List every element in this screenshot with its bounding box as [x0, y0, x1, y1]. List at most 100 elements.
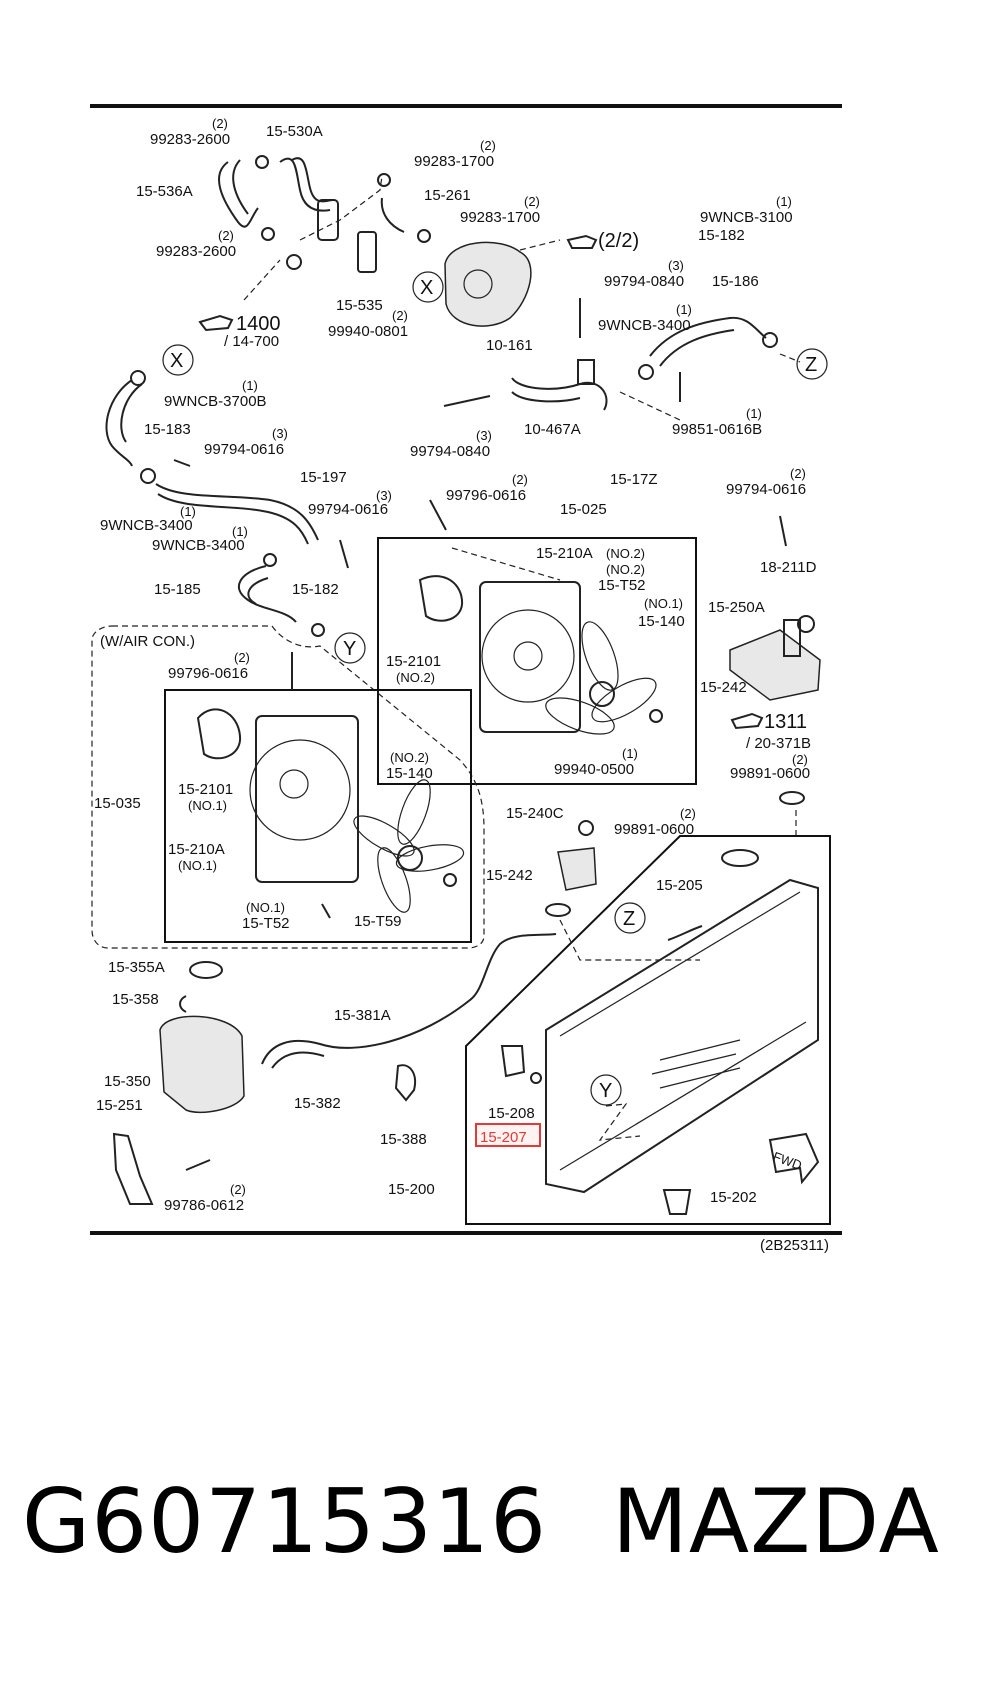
leader-dash-pump	[519, 239, 561, 251]
clip-15-388	[394, 1064, 416, 1102]
part-qty: (1)	[776, 194, 792, 209]
brand-name: MAZDA	[612, 1470, 940, 1573]
relay-18-211d	[783, 619, 801, 657]
part-label: 18-211D	[760, 559, 817, 576]
part-qty: (2)	[512, 472, 528, 487]
part-label: 15-025	[560, 501, 607, 518]
fan-assembly-box-15-025	[377, 537, 697, 785]
part-label: 15-240C	[506, 805, 564, 822]
leader-dash-2	[243, 259, 281, 301]
nut-99891-0600-right	[779, 791, 805, 805]
part-label: 99794-0616	[726, 481, 806, 498]
clip-15-358	[179, 995, 187, 1013]
overflow-hose-15-381a	[261, 933, 557, 1065]
part-label: (NO.2)	[606, 562, 645, 577]
part-label: 99940-0801	[328, 323, 408, 340]
motor-hub-no1	[279, 769, 309, 799]
gasket-plate	[317, 199, 339, 241]
part-label: 15-536A	[136, 183, 193, 200]
part-label: 99796-0616	[168, 665, 248, 682]
part-qty: (2)	[792, 752, 808, 767]
part-label: 15-210A	[536, 545, 593, 562]
clamp-9wncb-3400-b	[263, 553, 277, 567]
reservoir-cap-15-355a	[189, 961, 223, 979]
motor-hub-no2	[513, 641, 543, 671]
part-label: 15-T59	[354, 913, 402, 930]
bolt-99794-0616-b	[339, 539, 349, 569]
pointing-hand-icon	[566, 234, 598, 249]
part-label: 99940-0500	[554, 761, 634, 778]
motor-15-2101-no1	[196, 708, 242, 760]
part-label: 15-205	[656, 877, 703, 894]
switch-15-207	[500, 1045, 526, 1078]
part-label: 15-T52	[242, 915, 290, 932]
part-label: 99851-0616B	[672, 421, 762, 438]
drain-plug-15-202	[662, 1189, 692, 1215]
hose-15-185	[237, 565, 297, 623]
bracket-15-240c	[557, 847, 597, 891]
part-qty: (1)	[746, 406, 762, 421]
part-label: 15-350	[104, 1073, 151, 1090]
section-ref-2-2: (2/2)	[598, 230, 639, 252]
part-label: (NO.2)	[396, 670, 435, 685]
bracket-15-250a-group	[729, 615, 821, 838]
bolt-99796-0616	[429, 499, 447, 531]
pipe-10-467a-inner	[511, 391, 581, 403]
part-label: 15-182	[698, 227, 745, 244]
part-label: (NO.2)	[390, 750, 429, 765]
pipe-15-197-inner	[157, 493, 309, 545]
part-label: (NO.1)	[644, 596, 683, 611]
nut-15-t59	[443, 873, 457, 887]
part-label: 15-2101	[386, 653, 441, 670]
part-label: 15-183	[144, 421, 191, 438]
part-label: 15-140	[386, 765, 433, 782]
svg-text:Y: Y	[599, 1080, 612, 1102]
clamp-9wncb-3100	[762, 332, 778, 348]
section-ref-1311-sub: / 20-371B	[746, 735, 811, 752]
part-qty: (3)	[272, 426, 288, 441]
part-label: 99891-0600	[614, 821, 694, 838]
clamp-9wncb-3700b	[130, 370, 146, 386]
radiator-outline-box	[465, 835, 831, 1225]
part-label: 99786-0612	[164, 1197, 244, 1214]
pump-pulley	[463, 269, 493, 299]
part-label: 10-467A	[524, 421, 581, 438]
part-qty: (2)	[524, 194, 540, 209]
leader-dash-fan2	[451, 547, 561, 581]
part-qty: (NO.2)	[606, 546, 645, 561]
part-qty: (2)	[392, 308, 408, 323]
part-label: 15-200	[388, 1181, 435, 1198]
leader-dash-1	[299, 175, 383, 241]
leader-dash-tstat	[619, 391, 681, 421]
radiator-upper-neck	[667, 925, 703, 941]
grommet-15-242	[545, 903, 571, 917]
part-label: 15-251	[96, 1097, 143, 1114]
part-label: 15-208	[488, 1105, 535, 1122]
bolt-15-t52	[321, 903, 331, 919]
radiator-group	[500, 849, 820, 1215]
part-label: 15-242	[700, 679, 747, 696]
nut-99940-0500	[649, 709, 663, 723]
clamp-15-261-bottom	[417, 229, 431, 243]
part-label: 99283-1700	[414, 153, 494, 170]
water-pump-assembly	[444, 241, 532, 327]
pipe-15-530a-inner	[291, 157, 333, 203]
pointing-hand-icon	[198, 314, 234, 332]
part-qty: (2)	[212, 116, 228, 131]
hose-15-186-inner	[659, 329, 735, 367]
reservoir-group	[112, 933, 557, 1205]
radiator-fins	[651, 1039, 741, 1089]
part-label: 15-210A	[168, 841, 225, 858]
part-label: 15-388	[380, 1131, 427, 1148]
part-label: 15-381A	[334, 1007, 391, 1024]
nut-99940-0801	[286, 254, 302, 270]
part-qty: (2)	[790, 466, 806, 481]
footer: G60715316 MAZDA	[0, 1470, 992, 1600]
sensor-10-161	[577, 359, 595, 385]
part-label: 99794-0616	[308, 501, 388, 518]
part-label: 15-382	[294, 1095, 341, 1112]
part-label: 10-161	[486, 337, 533, 354]
part-label: 9WNCB-3400	[152, 537, 245, 554]
hose-15-186	[649, 316, 767, 357]
bracket-15-240c-group	[545, 820, 597, 917]
